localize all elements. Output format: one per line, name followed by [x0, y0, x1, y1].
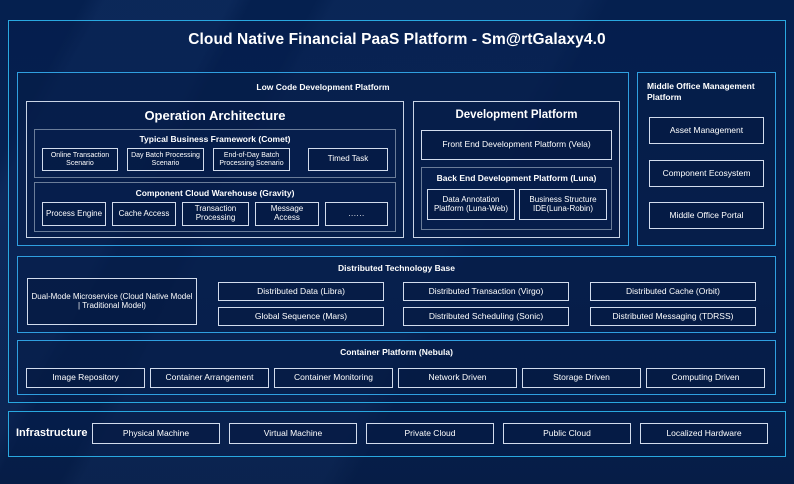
- box-more-ellipsis[interactable]: ......: [325, 202, 388, 226]
- development-platform-title: Development Platform: [455, 109, 578, 121]
- box-label: Transaction Processing: [194, 204, 237, 222]
- box-label: End-of-Day Batch Processing Scenario: [219, 151, 284, 167]
- box-label: ......: [348, 208, 365, 218]
- page-title: Cloud Native Financial PaaS Platform - S…: [188, 31, 606, 48]
- box-label: Process Engine: [45, 208, 103, 218]
- box-label: Distributed Data (Libra): [257, 285, 345, 296]
- box-distributed-transaction[interactable]: Distributed Transaction (Virgo): [403, 282, 569, 301]
- box-global-sequence[interactable]: Global Sequence (Mars): [218, 307, 384, 326]
- box-label: Front End Development Platform (Vela): [442, 139, 591, 150]
- box-front-end-development-platform[interactable]: Front End Development Platform (Vela): [421, 130, 612, 160]
- box-label: Component Ecosystem: [662, 167, 751, 178]
- box-physical-machine[interactable]: Physical Machine: [92, 423, 220, 444]
- box-label: Data Annotation Platform (Luna-Web): [433, 194, 509, 213]
- box-label: Day Batch Processing Scenario: [131, 151, 200, 167]
- box-distributed-cache[interactable]: Distributed Cache (Orbit): [590, 282, 756, 301]
- box-label: Message Access: [270, 204, 304, 222]
- box-container-arrangement[interactable]: Container Arrangement: [150, 368, 269, 388]
- component-cloud-warehouse-title: Component Cloud Warehouse (Gravity): [135, 188, 295, 198]
- box-label: Distributed Scheduling (Sonic): [428, 310, 544, 321]
- low-code-development-platform-title: Low Code Development Platform: [256, 82, 390, 92]
- box-distributed-messaging[interactable]: Distributed Messaging (TDRSS): [590, 307, 756, 326]
- infrastructure-label: Infrastructure: [16, 427, 88, 439]
- box-virtual-machine[interactable]: Virtual Machine: [229, 423, 357, 444]
- box-label: Online Transaction Scenario: [50, 151, 110, 167]
- box-label: Localized Hardware: [666, 427, 742, 438]
- box-public-cloud[interactable]: Public Cloud: [503, 423, 631, 444]
- box-dual-mode-microservice[interactable]: Dual-Mode Microservice (Cloud Native Mod…: [27, 278, 197, 325]
- box-label: Dual-Mode Microservice (Cloud Native Mod…: [31, 291, 193, 310]
- box-timed-task[interactable]: Timed Task: [308, 148, 388, 171]
- box-label: Physical Machine: [122, 427, 190, 438]
- box-end-of-day-batch-processing-scenario[interactable]: End-of-Day Batch Processing Scenario: [213, 148, 290, 171]
- box-data-annotation-platform[interactable]: Data Annotation Platform (Luna-Web): [427, 189, 515, 220]
- box-label: Global Sequence (Mars): [254, 310, 348, 321]
- box-day-batch-processing-scenario[interactable]: Day Batch Processing Scenario: [127, 148, 204, 171]
- box-distributed-data[interactable]: Distributed Data (Libra): [218, 282, 384, 301]
- box-network-driven[interactable]: Network Driven: [398, 368, 517, 388]
- box-transaction-processing[interactable]: Transaction Processing: [182, 202, 249, 226]
- box-label: Middle Office Portal: [669, 209, 744, 220]
- box-label: Storage Driven: [553, 372, 610, 383]
- box-storage-driven[interactable]: Storage Driven: [522, 368, 641, 388]
- box-label: Private Cloud: [404, 427, 456, 438]
- box-label: Distributed Transaction (Virgo): [428, 285, 544, 296]
- box-label: Distributed Messaging (TDRSS): [612, 310, 734, 321]
- box-private-cloud[interactable]: Private Cloud: [366, 423, 494, 444]
- box-middle-office-portal[interactable]: Middle Office Portal: [649, 202, 764, 229]
- box-label: Container Arrangement: [165, 372, 254, 383]
- box-label: Container Monitoring: [294, 372, 373, 383]
- box-online-transaction-scenario[interactable]: Online Transaction Scenario: [42, 148, 118, 171]
- box-process-engine[interactable]: Process Engine: [42, 202, 106, 226]
- box-label: Virtual Machine: [263, 427, 323, 438]
- box-cache-access[interactable]: Cache Access: [112, 202, 176, 226]
- box-computing-driven[interactable]: Computing Driven: [646, 368, 765, 388]
- box-label: Public Cloud: [543, 427, 591, 438]
- container-platform-title: Container Platform (Nebula): [340, 347, 453, 357]
- box-label: Network Driven: [428, 372, 487, 383]
- box-label: Cache Access: [118, 208, 170, 218]
- distributed-technology-base-title: Distributed Technology Base: [338, 263, 455, 273]
- box-label: Computing Driven: [671, 372, 740, 383]
- box-label: Asset Management: [669, 124, 744, 135]
- box-localized-hardware[interactable]: Localized Hardware: [640, 423, 768, 444]
- box-asset-management[interactable]: Asset Management: [649, 117, 764, 144]
- box-distributed-scheduling[interactable]: Distributed Scheduling (Sonic): [403, 307, 569, 326]
- box-component-ecosystem[interactable]: Component Ecosystem: [649, 160, 764, 187]
- box-label: Image Repository: [52, 372, 119, 383]
- back-end-development-platform-title: Back End Development Platform (Luna): [436, 173, 597, 183]
- box-container-monitoring[interactable]: Container Monitoring: [274, 368, 393, 388]
- box-message-access[interactable]: Message Access: [255, 202, 319, 226]
- box-label: Business Structure IDE(Luna-Robin): [529, 194, 597, 213]
- box-business-structure-ide[interactable]: Business Structure IDE(Luna-Robin): [519, 189, 607, 220]
- box-image-repository[interactable]: Image Repository: [26, 368, 145, 388]
- box-label: Distributed Cache (Orbit): [625, 285, 720, 296]
- middle-office-management-platform-title: Middle Office Management Platform: [647, 81, 755, 103]
- box-label: Timed Task: [327, 154, 369, 164]
- typical-business-framework-title: Typical Business Framework (Comet): [139, 134, 291, 144]
- operation-architecture-title: Operation Architecture: [144, 108, 286, 123]
